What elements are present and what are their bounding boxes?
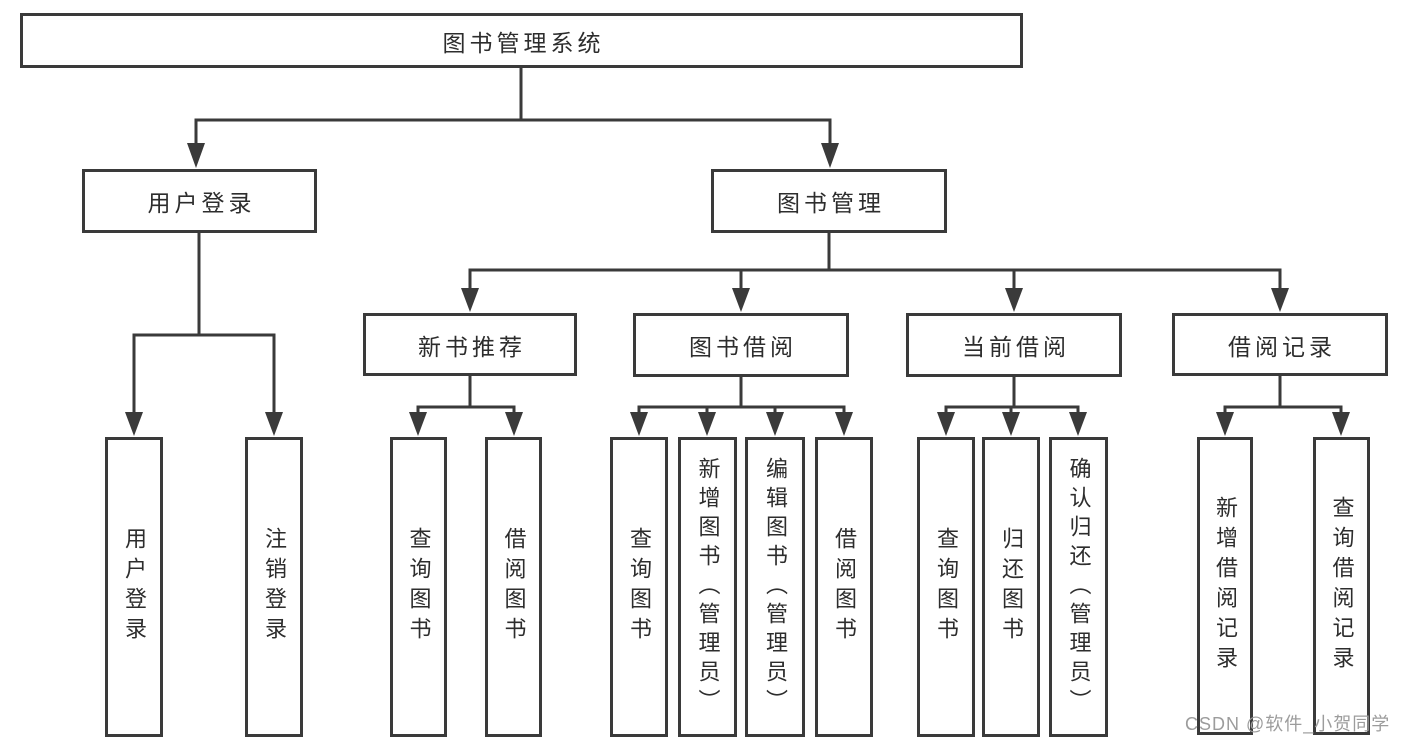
node-label: 查询图书: [934, 527, 959, 647]
node-label: 编辑图书（管理员）: [763, 456, 788, 718]
node-label: 归还图书: [999, 527, 1024, 647]
arrowheads: [125, 143, 1350, 436]
node-label: 注销登录: [262, 527, 287, 647]
node-label: 当前借阅: [962, 334, 1070, 360]
node-book-borrowing: 图书借阅: [633, 313, 849, 377]
node-borrow-records: 借阅记录: [1172, 313, 1388, 376]
leaf-logout: 注销登录: [245, 437, 303, 737]
node-library-management-system: 图书管理系统: [20, 13, 1023, 68]
node-label: 用户登录: [147, 190, 256, 216]
node-label: 查询图书: [406, 527, 432, 647]
node-label: 新增图书（管理员）: [695, 456, 721, 718]
leaf-query-books-borrowing: 查询图书: [610, 437, 668, 737]
leaf-borrow-books: 借阅图书: [815, 437, 873, 737]
node-label: 查询借阅记录: [1329, 496, 1355, 676]
node-label: 借阅记录: [1228, 333, 1336, 360]
leaf-return-books: 归还图书: [982, 437, 1040, 737]
leaf-add-borrow-record: 新增借阅记录: [1197, 437, 1253, 735]
leaf-edit-books-admin: 编辑图书（管理员）: [745, 437, 805, 737]
node-label: 查询图书: [627, 527, 652, 647]
node-user-login: 用户登录: [82, 169, 317, 233]
leaf-query-books-current: 查询图书: [917, 437, 975, 737]
node-label: 借阅图书: [501, 527, 527, 647]
node-label: 确认归还（管理员）: [1066, 456, 1092, 718]
node-book-management: 图书管理: [711, 169, 947, 233]
node-label: 用户登录: [122, 527, 147, 647]
leaf-query-borrow-record: 查询借阅记录: [1313, 437, 1370, 735]
node-label: 图书借阅: [689, 334, 797, 360]
node-label: 图书管理: [777, 190, 885, 216]
node-label: 借阅图书: [832, 527, 857, 647]
leaf-user-login: 用户登录: [105, 437, 163, 737]
leaf-confirm-return-admin: 确认归还（管理员）: [1049, 437, 1108, 737]
node-label: 新书推荐: [418, 333, 526, 360]
node-label: 图书管理系统: [442, 29, 605, 56]
csdn-watermark: CSDN @软件_小贺同学: [1185, 714, 1391, 734]
leaf-borrow-books-recommend: 借阅图书: [485, 437, 542, 737]
node-new-book-recommend: 新书推荐: [363, 313, 577, 376]
node-current-borrowing: 当前借阅: [906, 313, 1122, 377]
leaf-query-books-recommend: 查询图书: [390, 437, 447, 737]
node-label: 新增借阅记录: [1213, 496, 1238, 676]
leaf-add-books-admin: 新增图书（管理员）: [678, 437, 737, 737]
